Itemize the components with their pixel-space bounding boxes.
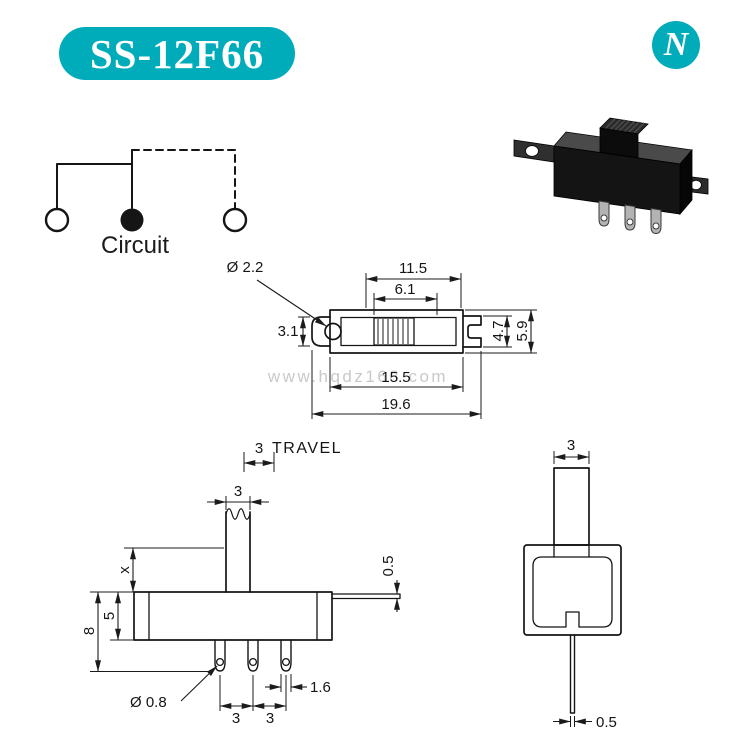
dim-body-width: 5.9	[514, 321, 531, 342]
side-pin	[569, 634, 576, 714]
mounting-bracket-tab	[331, 593, 401, 600]
top-view: 11.5 6.1 Ø 2.2 3.1 4.7 5.9 15.5 19.6	[227, 259, 537, 419]
dim-fork-width: 4.7	[490, 321, 507, 342]
dim-pin-hole-diameter: Ø 0.8	[130, 694, 167, 711]
dim-ear-width: 3.1	[278, 323, 299, 340]
photo-pin-2	[624, 204, 636, 231]
top-view-dimension-lines	[256, 276, 534, 417]
front-view-extension-lines	[90, 452, 292, 711]
photo-pin-3-hole	[652, 222, 660, 230]
photo-pin-2-hole	[626, 218, 634, 226]
dim-pin-width: 1.6	[310, 679, 331, 696]
pin-2-hole	[248, 657, 258, 667]
mounting-hole	[324, 322, 342, 341]
photo-pin-1-hole	[600, 214, 608, 222]
dim-body-length: 15.5	[381, 369, 410, 386]
slider-knob-front	[225, 511, 251, 593]
dim-bracket-thickness: 0.5	[380, 556, 397, 577]
dim-side-knob-width: 3	[567, 437, 575, 454]
photo-pin-3	[650, 207, 662, 235]
product-photo	[513, 117, 709, 235]
slider-knob-top	[373, 317, 415, 346]
side-knob-base-lines	[553, 544, 590, 558]
pin-3	[280, 639, 292, 672]
dim-body-height: 5	[101, 612, 118, 620]
top-left-ear	[311, 316, 331, 347]
brand-logo-letter: N	[663, 26, 689, 63]
top-view-outline	[311, 309, 482, 354]
dim-pin-pitch-left: 3	[232, 710, 240, 727]
dim-total-length: 19.6	[381, 396, 410, 413]
front-body-inner-lines	[148, 591, 318, 641]
terminal-left	[44, 207, 70, 233]
side-view-extension-lines	[553, 451, 590, 727]
watermark: www.hqdz168.com	[267, 367, 448, 386]
side-inner-detail	[532, 556, 613, 628]
pin-2	[247, 639, 259, 672]
travel-label: TRAVEL	[272, 440, 342, 457]
dim-travel-value: 3	[255, 440, 263, 457]
dim-knob-height: x	[116, 566, 133, 574]
dim-total-height: 8	[81, 627, 98, 635]
pin-1-hole	[215, 657, 225, 667]
side-view-outline	[523, 467, 622, 714]
pole-common	[120, 208, 144, 232]
brand-logo: N	[652, 21, 700, 69]
front-body	[133, 591, 333, 641]
dim-slot-length: 11.5	[399, 260, 427, 277]
side-view-dimension-lines	[553, 454, 592, 725]
hole-leader-line	[256, 279, 327, 327]
dim-knob-width: 3	[234, 483, 242, 500]
top-right-fork	[462, 315, 482, 348]
top-body	[329, 309, 464, 354]
dim-side-pin-thickness: 0.5	[596, 714, 617, 731]
side-knob	[553, 467, 590, 546]
knob-hatching	[377, 319, 409, 344]
photo-knob-front	[599, 127, 639, 159]
knob-break-line	[225, 508, 251, 520]
model-badge: SS-12F66	[59, 27, 295, 80]
circuit-diagram: Circuit	[44, 149, 248, 259]
circuit-label: Circuit	[101, 232, 169, 259]
side-body	[523, 544, 622, 636]
front-view-outline	[133, 508, 401, 672]
side-view: 3 0.5	[523, 437, 622, 731]
photo-knob-serrations	[604, 118, 645, 134]
dim-hole-diameter: Ø 2.2	[227, 259, 264, 276]
pin-3-hole	[281, 657, 291, 667]
photo-pin-1	[598, 200, 610, 227]
pin-1	[214, 639, 226, 672]
front-view: 3 TRAVEL 3 x 5 8 0.5 Ø 0.8 3 3 1.6	[81, 440, 401, 727]
dim-pin-pitch-right: 3	[266, 710, 274, 727]
photo-pins	[598, 200, 662, 235]
pin-hole-leader-line	[180, 665, 218, 702]
front-view-dimension-lines	[95, 460, 400, 709]
model-number: SS-12F66	[89, 30, 265, 77]
dim-knob-length: 6.1	[395, 281, 416, 298]
photo-left-ear-hole	[525, 145, 539, 157]
terminal-right	[222, 207, 248, 233]
